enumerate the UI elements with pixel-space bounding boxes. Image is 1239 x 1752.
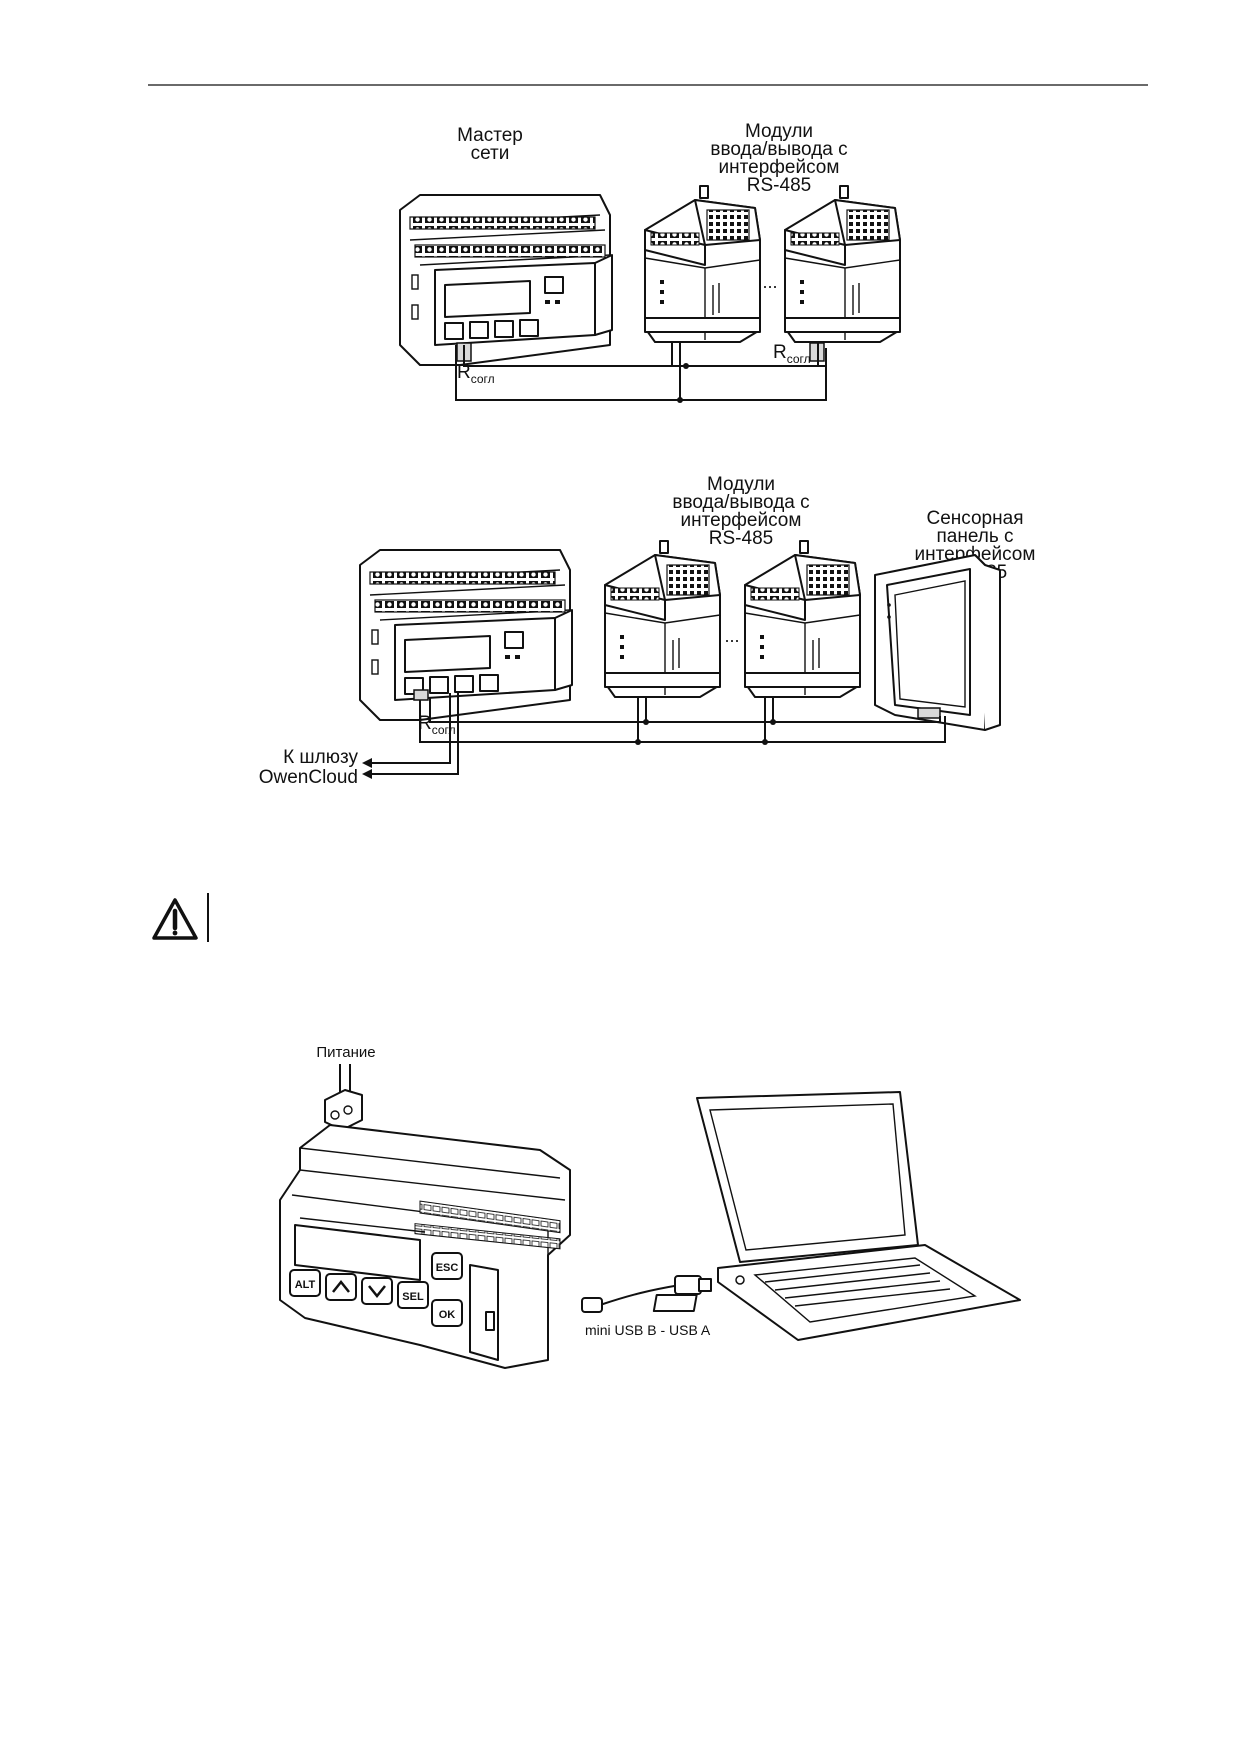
- key-esc[interactable]: [431, 1252, 463, 1280]
- r-term-left: Rсогл: [457, 362, 495, 386]
- bus2-wire-a: [429, 698, 941, 723]
- terminator-2: [413, 689, 429, 701]
- modules2-label-line-4: RS-485: [709, 528, 773, 549]
- usb-cable: [599, 1284, 681, 1306]
- mini-usb-plug: [581, 1297, 603, 1313]
- io-module-2: [784, 185, 901, 343]
- svg-text:ALT: ALT: [295, 1279, 316, 1291]
- touch-panel-device: [874, 554, 1001, 731]
- warning-triangle-icon: [154, 900, 196, 938]
- power-label: Питание: [316, 1044, 375, 1061]
- master-controller-device-2: [359, 549, 573, 721]
- modules-label-line-3: интерфейсом: [719, 157, 840, 178]
- gateway-label-line-1: К шлюзу: [283, 747, 358, 768]
- keypad: ALT SEL ESC OK: [289, 1252, 463, 1327]
- panel-connector: [917, 707, 941, 719]
- modules-label-line-1: Модули: [745, 121, 813, 142]
- chevron-up-icon: [332, 1279, 350, 1293]
- modules2-label-line-2: ввода/вывода с: [672, 492, 809, 513]
- ellipsis-2: ...: [724, 626, 739, 646]
- r-term-right: Rсогл: [773, 342, 811, 366]
- modules2-label-line-1: Модули: [707, 474, 775, 495]
- bus-wire-b: [455, 345, 827, 401]
- key-alt[interactable]: [289, 1269, 321, 1297]
- svg-text:OK: OK: [439, 1309, 456, 1321]
- modules-label-line-2: ввода/вывода с: [710, 139, 847, 160]
- io-module-4: [744, 540, 861, 698]
- drop2-module-4: [764, 698, 774, 742]
- laptop-base: [717, 1244, 1021, 1341]
- gateway-wire-b: [372, 693, 459, 775]
- r-term-2: Rсогл: [418, 713, 456, 737]
- usb-a-plug: [674, 1275, 702, 1295]
- ellipsis-1: ...: [762, 272, 777, 292]
- key-sel[interactable]: [397, 1281, 429, 1309]
- panel-label-line-2: панель с: [936, 526, 1013, 547]
- chevron-down-icon: [368, 1285, 386, 1299]
- gateway-label-line-2: OwenCloud: [259, 767, 358, 788]
- master-label-line-1: Мастер: [457, 125, 523, 146]
- display-window: [294, 1224, 421, 1281]
- diagram-2-network: Модули ввода/вывода с интерфейсом RS-485…: [259, 474, 1036, 788]
- drop-module-1: [671, 342, 681, 400]
- master-controller-device: [399, 194, 613, 366]
- touchpad: [652, 1294, 698, 1312]
- io-module-1: [644, 185, 761, 343]
- svg-text:ESC: ESC: [436, 1262, 459, 1274]
- key-down[interactable]: [361, 1277, 393, 1305]
- key-up[interactable]: [325, 1273, 357, 1301]
- io-module-3: [604, 540, 721, 698]
- panel-label-line-1: Сенсорная: [927, 508, 1024, 529]
- modules-label-line-4: RS-485: [747, 175, 811, 196]
- usb-cover-door: [469, 1264, 499, 1361]
- drop2-module-3: [637, 698, 647, 742]
- key-ok[interactable]: [431, 1299, 463, 1327]
- svg-text:SEL: SEL: [402, 1291, 424, 1303]
- mini-usb-port: [485, 1311, 495, 1331]
- modules2-label-line-3: интерфейсом: [681, 510, 802, 531]
- diagram-3-usb-connection: Питание ALT SEL ESC OK: [279, 1044, 1021, 1369]
- diagram-1-network: Мастер сети Модули ввода/вывода с интерф…: [399, 121, 901, 403]
- gateway-wire-a: [372, 693, 451, 764]
- bus2-wire-b: [419, 700, 946, 743]
- master-label-line-2: сети: [471, 143, 510, 164]
- cable-label: mini USB B - USB A: [585, 1322, 711, 1338]
